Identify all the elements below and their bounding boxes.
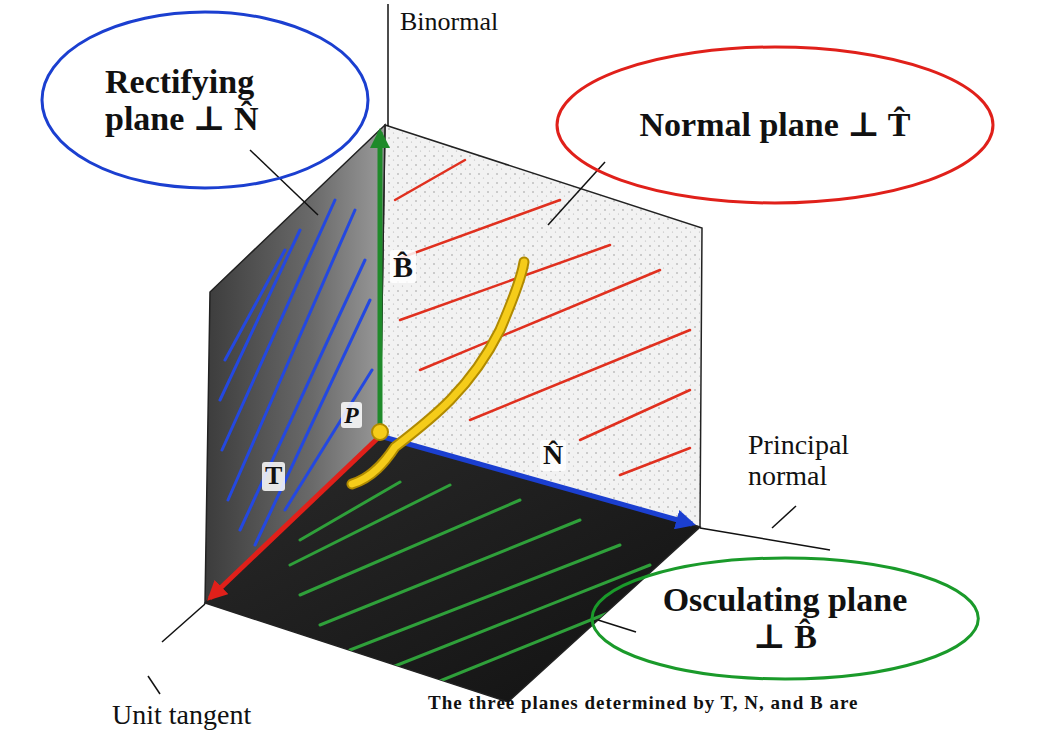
axis-name: Unit tangent xyxy=(112,700,251,731)
space-curve-outline xyxy=(352,262,524,484)
blue-hatching xyxy=(220,200,372,545)
point-p xyxy=(372,424,388,440)
vector-name: B̂ xyxy=(390,250,416,283)
leader-line xyxy=(772,506,796,528)
osculating-plane xyxy=(205,436,700,702)
ellipse-outline xyxy=(42,12,368,188)
note-text: Rectifying plane ⊥ N̂ xyxy=(105,63,305,138)
normal-vector xyxy=(380,436,692,524)
leader-line xyxy=(148,676,160,694)
space-curve xyxy=(352,262,524,484)
ellipse-outline xyxy=(592,558,978,679)
note-text: Normal plane ⊥ T̂ xyxy=(640,106,911,143)
normal-plane-note: Normal plane ⊥ T̂ xyxy=(555,45,995,205)
principal-normal-axis xyxy=(700,528,830,550)
vector-name: T xyxy=(262,462,285,491)
osculating-plane-note: Osculating plane ⊥ B̂ xyxy=(590,556,980,681)
red-hatching xyxy=(395,160,690,475)
figure-caption: The three planes determined by T, N, and… xyxy=(428,692,858,715)
rectifying-plane-note: Rectifying plane ⊥ N̂ xyxy=(40,10,370,190)
axis-name: Binormal xyxy=(400,8,498,37)
leader-line xyxy=(598,620,636,632)
point-name: P xyxy=(341,402,362,428)
axis-name: Principal normal xyxy=(748,430,888,492)
binormal-vector xyxy=(378,132,383,434)
note-text: Osculating plane ⊥ B̂ xyxy=(652,581,917,656)
ellipse-outline xyxy=(557,47,993,203)
vector-name: N̂ xyxy=(540,440,566,471)
binormal-axis xyxy=(387,4,389,126)
green-hatching xyxy=(290,482,660,685)
unit-tangent-axis xyxy=(162,604,205,642)
tangent-vector xyxy=(210,436,380,598)
